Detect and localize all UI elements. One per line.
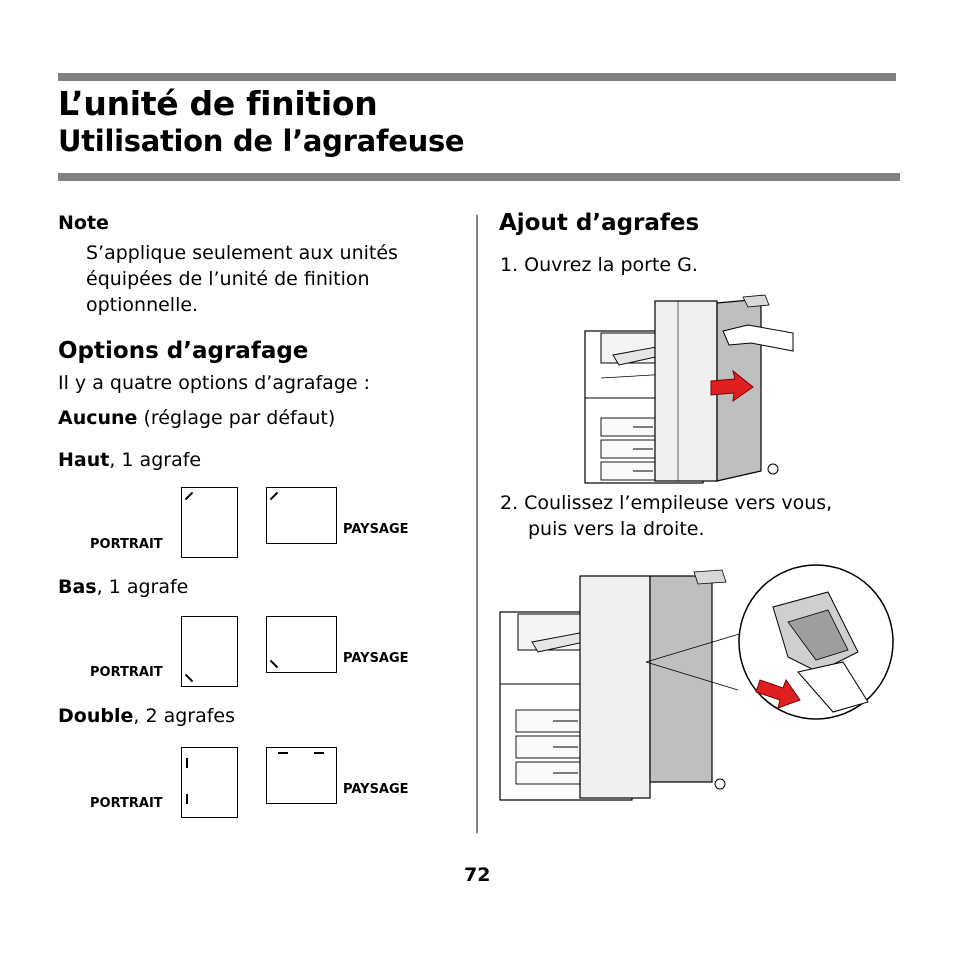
staple-mark — [186, 794, 188, 804]
haut-portrait-sheet — [181, 487, 238, 558]
double-portrait-sheet — [181, 747, 238, 818]
haut-paysage-sheet — [266, 487, 337, 544]
option-bas: Bas, 1 agrafe — [58, 574, 188, 600]
option-haut-name: Haut — [58, 449, 110, 471]
option-bas-name: Bas — [58, 576, 97, 598]
header-top-rule — [58, 73, 896, 81]
option-haut: Haut, 1 agrafe — [58, 447, 201, 473]
options-heading: Options d’agrafage — [58, 338, 309, 364]
double-paysage-label: PAYSAGE — [343, 782, 409, 797]
ajout-step1: 1. Ouvrez la porte G. — [500, 254, 698, 276]
double-paysage-sheet — [266, 747, 337, 804]
staple-mark — [186, 758, 188, 768]
ajout-heading: Ajout d’agrafes — [499, 210, 700, 236]
ajout-step2-line1: 2. Coulissez l’empileuse vers vous, — [500, 492, 833, 514]
bas-paysage-sheet — [266, 616, 337, 673]
column-divider — [476, 215, 478, 833]
finisher-door-illustration — [583, 293, 798, 485]
staple-mark — [184, 491, 194, 501]
staple-mark — [269, 659, 279, 669]
header-bottom-rule — [58, 173, 900, 181]
option-aucune-name: Aucune — [58, 407, 138, 429]
page-title: L’unité de finition — [58, 84, 378, 123]
staple-mark — [269, 491, 279, 501]
page-subtitle: Utilisation de l’agrafeuse — [58, 124, 465, 158]
option-bas-desc: , 1 agrafe — [96, 576, 189, 598]
page-number: 72 — [464, 864, 491, 886]
stacker-slide-illustration — [498, 562, 898, 802]
bas-portrait-label: PORTRAIT — [90, 665, 163, 680]
bas-paysage-label: PAYSAGE — [343, 651, 409, 666]
note-text-line2: équipées de l’unité de finition — [86, 268, 370, 290]
option-aucune: Aucune (réglage par défaut) — [58, 405, 335, 431]
option-haut-desc: , 1 agrafe — [109, 449, 202, 471]
option-aucune-desc: (réglage par défaut) — [137, 407, 336, 429]
option-double-desc: , 2 agrafes — [133, 705, 236, 727]
haut-paysage-label: PAYSAGE — [343, 522, 409, 537]
ajout-step2-line2: puis vers la droite. — [528, 518, 705, 540]
bas-portrait-sheet — [181, 616, 238, 687]
options-intro: Il y a quatre options d’agrafage : — [58, 372, 371, 394]
staple-mark — [314, 752, 324, 754]
note-text-line1: S’applique seulement aux unités — [86, 242, 398, 264]
staple-mark — [278, 752, 288, 754]
haut-portrait-label: PORTRAIT — [90, 537, 163, 552]
staple-mark — [184, 673, 194, 683]
note-label: Note — [58, 212, 109, 234]
option-double: Double, 2 agrafes — [58, 703, 235, 729]
double-portrait-label: PORTRAIT — [90, 796, 163, 811]
note-text-line3: optionnelle. — [86, 294, 199, 316]
option-double-name: Double — [58, 705, 134, 727]
